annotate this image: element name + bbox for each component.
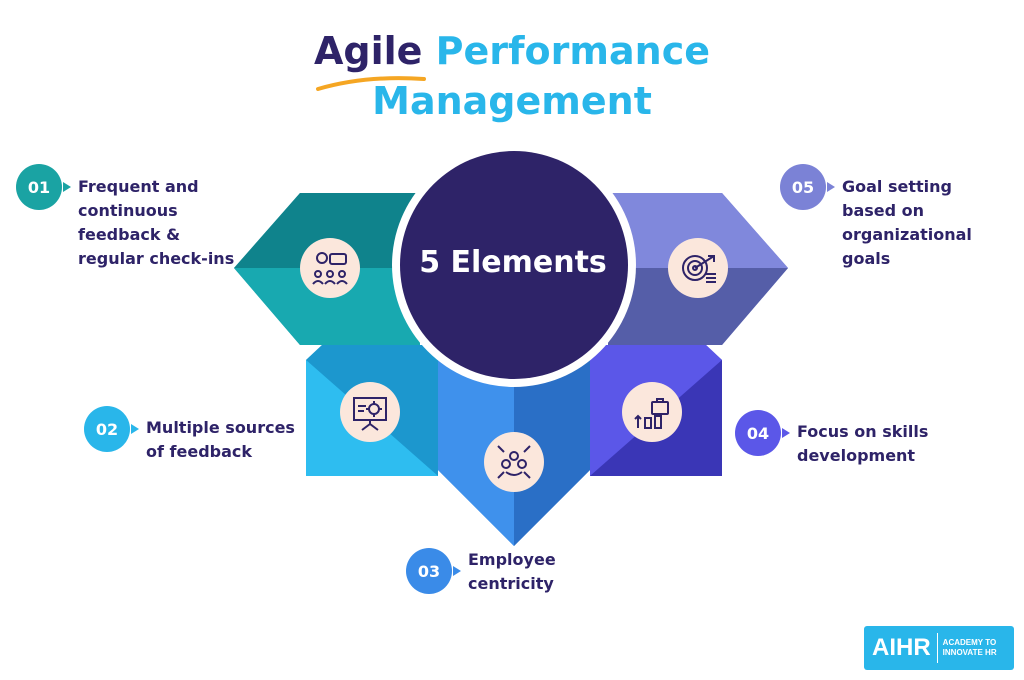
element-01-label: Frequent and continuous feedback & regul… (78, 177, 235, 268)
logo-tagline: ACADEMY TO INNOVATE HR (942, 638, 997, 657)
growth-briefcase-icon (622, 382, 682, 442)
logo-mark: AIHR (872, 634, 931, 661)
badge-03: 03 (406, 548, 461, 594)
element-02-label: Multiple sources of feedback (146, 418, 295, 461)
page-title: Agile Performance Management (0, 26, 1024, 126)
title-word-agile: Agile (313, 29, 423, 73)
logo-separator (936, 633, 938, 663)
title-underline (316, 76, 426, 91)
element-03-label: Employee centricity (468, 550, 556, 593)
element-04-label: Focus on skills development (797, 422, 929, 465)
badge-01: 01 (16, 164, 71, 210)
badge-04: 04 (735, 410, 790, 456)
badge-02: 02 (84, 406, 139, 452)
badge-05: 05 (780, 164, 835, 210)
element-05-label: Goal setting based on organizational goa… (842, 177, 972, 268)
target-arrow-icon (668, 238, 728, 298)
center-label: 5 Elements (419, 245, 607, 280)
people-network-icon (484, 432, 544, 492)
team-meeting-chat-icon (300, 238, 360, 298)
title-line-management: Management (372, 79, 652, 123)
title-word-performance: Performance (435, 29, 710, 73)
presentation-gear-icon (340, 382, 400, 442)
aihr-logo: AIHR ACADEMY TO INNOVATE HR (864, 626, 1014, 670)
